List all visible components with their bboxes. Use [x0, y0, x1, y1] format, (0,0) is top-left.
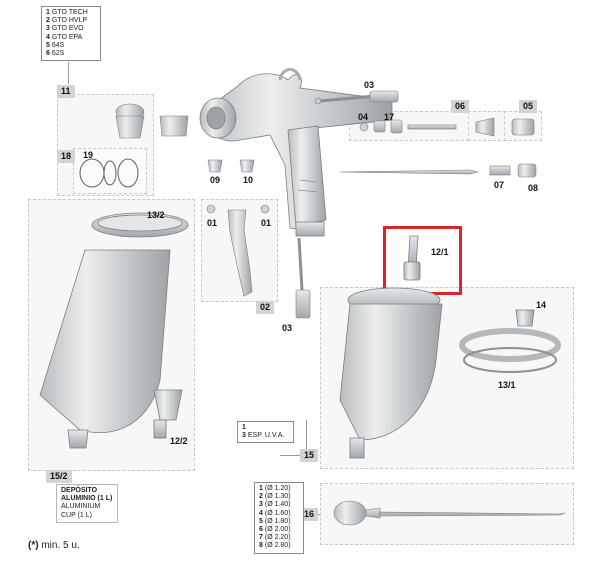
label-03-bottom: 03 — [282, 323, 293, 333]
air-screw-03-top — [314, 90, 399, 105]
label-19: 19 — [83, 150, 94, 160]
footnote: (*) min. 5 u. — [28, 540, 80, 551]
label-13-2: 13/2 — [147, 210, 165, 220]
label-08: 08 — [528, 183, 539, 193]
label-13-1: 13/1 — [498, 380, 516, 390]
label-17: 17 — [384, 112, 395, 122]
air-caps — [115, 103, 189, 139]
legend-aluminium-cup: DEPÓSITO ALUMINIO (1 L) ALUMINIUM CUP (1… — [56, 484, 118, 523]
needle — [339, 163, 537, 178]
label-12-2: 12/2 — [170, 436, 188, 446]
label-12-1: 12/1 — [431, 247, 449, 257]
tag-11: 11 — [57, 85, 75, 98]
nozzle-parts — [359, 117, 535, 137]
leader-line — [306, 420, 307, 456]
tag-06: 06 — [451, 100, 470, 113]
tag-16: 16 — [300, 508, 319, 521]
label-09: 09 — [210, 175, 221, 185]
small-fittings — [207, 159, 255, 173]
tag-05: 05 — [519, 100, 538, 113]
tag-02: 02 — [256, 301, 275, 314]
legend-uva: 1 3 ESP. U.V.A. — [237, 421, 294, 444]
label-10: 10 — [243, 175, 254, 185]
air-screw-03-bottom — [295, 237, 311, 319]
label-07: 07 — [494, 180, 505, 190]
label-04: 04 — [358, 112, 369, 122]
tag-18: 18 — [57, 150, 76, 163]
plastic-cup — [339, 235, 561, 459]
trigger — [206, 204, 270, 297]
leader-line — [280, 455, 300, 456]
leader-line — [68, 62, 69, 84]
aluminium-cup — [39, 212, 189, 449]
spray-gun-body — [199, 68, 393, 237]
label-01-left: 01 — [207, 218, 218, 228]
tag-15-2: 15/2 — [46, 470, 72, 483]
tag-15: 15 — [300, 449, 319, 462]
legend-gun-models: 1 GTO TECH 2 GTO HVLP 3 GTO EVO 4 GTO EP… — [41, 6, 101, 62]
legend-nozzle-sizes: 1 (Ø 1.20) 2 (Ø 1.30) 3 (Ø 1.40) 4 (Ø 1.… — [254, 482, 304, 554]
zone-air-cap-06 — [468, 111, 506, 141]
zone-seal-group — [73, 148, 147, 194]
label-03-top: 03 — [364, 80, 375, 90]
label-14: 14 — [536, 300, 547, 310]
fluid-needle — [333, 500, 566, 526]
seal-rings — [79, 158, 139, 188]
label-01-right: 01 — [261, 218, 272, 228]
